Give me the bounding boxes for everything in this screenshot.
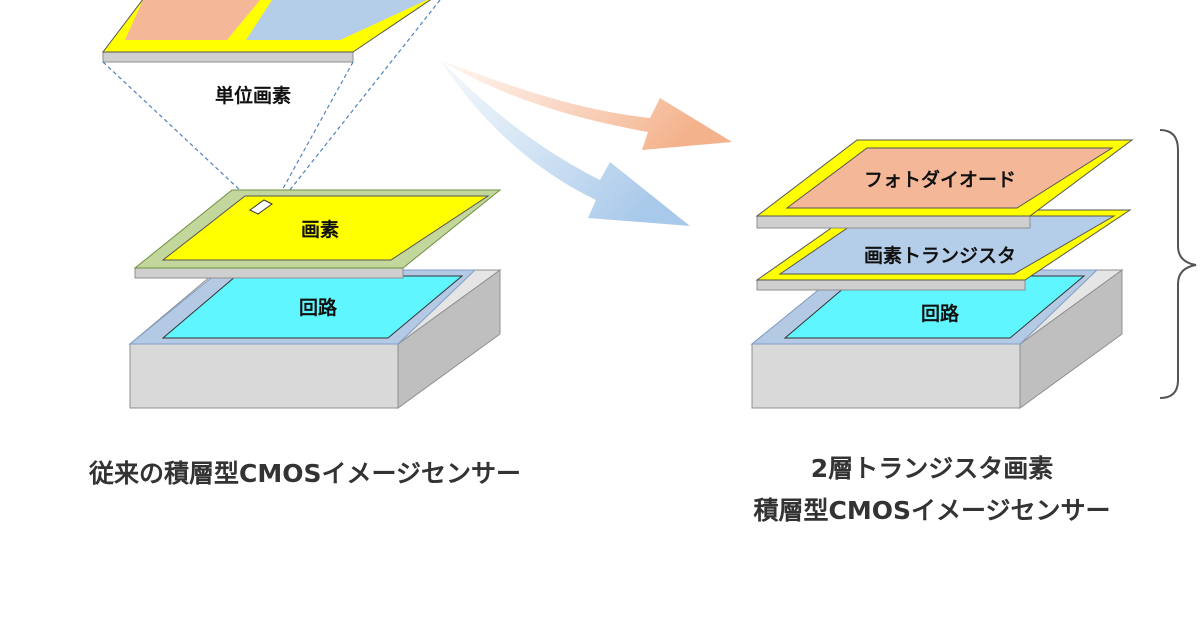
left-caption: 従来の積層型CMOSイメージセンサー [88, 459, 521, 488]
pixel-transistor-label: 画素トランジスタ [864, 244, 1016, 267]
orange-arrow [440, 60, 732, 150]
photodiode-label: フォトダイオード [864, 168, 1016, 191]
photodiode-layer [785, 147, 1114, 209]
left-circuit-label: 回路 [299, 296, 338, 319]
projection-lines [102, 0, 441, 213]
left-pixel-label: 画素 [301, 218, 339, 241]
unit-pixel-label: 単位画素 [215, 84, 291, 107]
unit-pixel-plate [101, 0, 432, 63]
left-circuit-layer [161, 275, 464, 339]
right-circuit-layer [783, 275, 1086, 339]
left-pixel-area [161, 195, 490, 261]
right-base-block: 回路 [750, 269, 1124, 409]
left-pixel-plate: 画素 [133, 189, 502, 279]
right-brace [1159, 129, 1197, 399]
unit-transistor-area [246, 0, 427, 40]
blue-arrow [440, 60, 690, 226]
unit-photodiode-area [125, 0, 260, 40]
right-circuit-label: 回路 [921, 302, 960, 325]
right-caption-line1: 2層トランジスタ画素 [811, 454, 1053, 483]
photodiode-plate: フォトダイオード [755, 139, 1134, 229]
unit-pixel-marker [249, 199, 273, 215]
left-base-block: 回路 [128, 269, 502, 409]
right-caption-line2: 積層型CMOSイメージセンサー [754, 496, 1111, 525]
pixel-transistor-layer [778, 215, 1116, 275]
